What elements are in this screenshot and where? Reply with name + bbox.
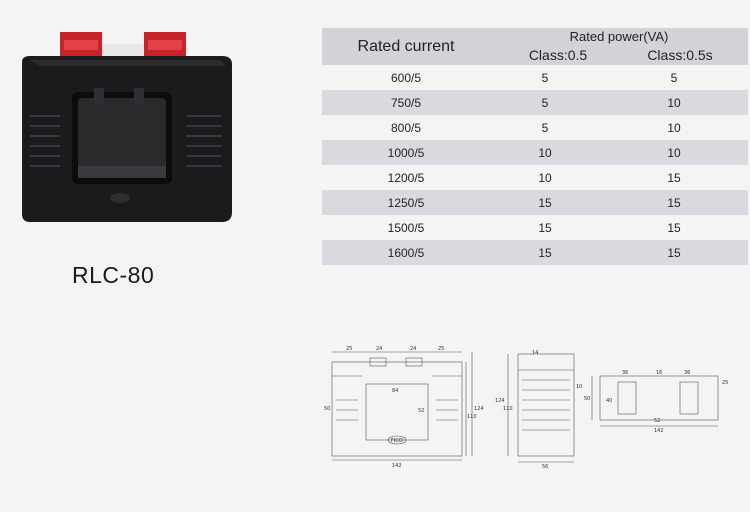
model-name: RLC-80	[72, 262, 155, 288]
dim-label: 52	[654, 418, 660, 424]
class-a-cell: 5	[541, 120, 549, 135]
table-row: 750/5 5 10	[322, 90, 748, 115]
class-b-header: Class:0.5s	[647, 47, 713, 63]
dim-label: 50	[324, 406, 330, 412]
dimension-drawings: 25 24 24 25 84 50 52 124 110 142 FICO 14…	[324, 346, 728, 470]
rated-power-title: Rated power(VA)	[569, 29, 669, 44]
dim-label: 24	[376, 346, 382, 352]
dim-label: 84	[392, 388, 398, 394]
table-row: 1250/5 15 15	[322, 190, 748, 215]
dim-label: 36	[684, 370, 690, 376]
dim-label: 36	[622, 370, 628, 376]
rated-current-cell: 750/5	[390, 95, 422, 110]
dim-label: 25	[722, 380, 728, 386]
dim-label: 56	[542, 464, 548, 470]
table-row: 800/5 5 10	[322, 115, 748, 140]
rated-power-header: Rated power(VA) Class:0.5 Class:0.5s	[490, 28, 748, 65]
class-b-cell: 15	[667, 220, 681, 235]
dim-label: 142	[654, 428, 664, 434]
class-b-cell: 10	[667, 95, 681, 110]
rated-current-cell: 1000/5	[387, 145, 425, 160]
table-row: 1000/5 10 10	[322, 140, 748, 165]
class-b-cell: 15	[667, 245, 681, 260]
dim-label: 10	[576, 384, 582, 390]
dim-label: 25	[438, 346, 444, 352]
dim-label: 40	[606, 398, 612, 404]
dim-label: 124	[474, 406, 484, 412]
class-a-cell: 5	[541, 70, 549, 85]
table-row: 600/5 5 5	[322, 65, 748, 90]
dim-label: 16	[656, 370, 662, 376]
class-headers: Class:0.5 Class:0.5s	[490, 46, 748, 65]
rated-current-cell: 1500/5	[387, 220, 425, 235]
table-row: 1600/5 15 15	[322, 240, 748, 265]
class-b-cell: 15	[667, 195, 681, 210]
class-b-cell: 10	[667, 120, 681, 135]
class-a-header: Class:0.5	[528, 47, 588, 63]
class-a-cell: 15	[538, 195, 552, 210]
class-b-cell: 15	[667, 170, 681, 185]
class-a-cell: 15	[538, 245, 552, 260]
class-a-cell: 10	[538, 170, 552, 185]
rated-current-cell: 800/5	[390, 120, 422, 135]
table-row: 1500/5 15 15	[322, 215, 748, 240]
table-row: 1200/5 10 15	[322, 165, 748, 190]
rated-current-header: Rated current	[357, 37, 455, 55]
dim-label: 124	[495, 398, 505, 404]
dim-label: 25	[346, 346, 352, 352]
dim-label: 14	[532, 350, 538, 356]
logo-label: FICO	[391, 438, 403, 444]
dim-label: 52	[418, 408, 424, 414]
rated-current-cell: 1250/5	[387, 195, 425, 210]
dim-label: 50	[584, 396, 590, 402]
dim-label: 142	[392, 463, 402, 469]
class-a-cell: 15	[538, 220, 552, 235]
product-image	[22, 32, 232, 222]
rated-current-cell: 600/5	[390, 70, 422, 85]
dim-label: 24	[410, 346, 416, 352]
class-a-cell: 10	[538, 145, 552, 160]
dim-label: 110	[467, 414, 477, 420]
rated-current-cell: 1200/5	[387, 170, 425, 185]
dim-label: 110	[503, 406, 513, 412]
class-b-cell: 10	[667, 145, 681, 160]
rated-current-cell: 1600/5	[387, 245, 425, 260]
class-b-cell: 5	[670, 70, 678, 85]
class-a-cell: 5	[541, 95, 549, 110]
